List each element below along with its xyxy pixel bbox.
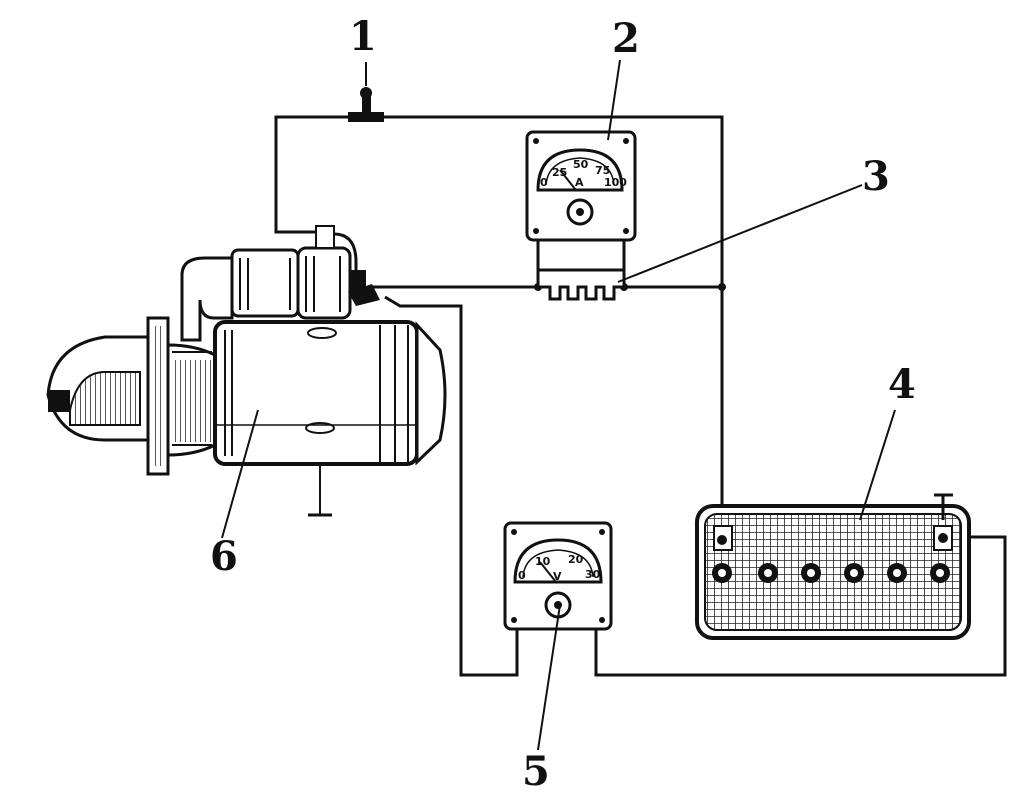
callout-4: 4 bbox=[888, 361, 916, 408]
battery-terminal-negative bbox=[713, 525, 733, 551]
shunt bbox=[536, 268, 626, 301]
leader-3 bbox=[617, 184, 863, 283]
callout-leaders bbox=[221, 59, 896, 751]
ammeter-tick-100: 100 bbox=[604, 176, 627, 189]
voltmeter: 0 10 20 30 V bbox=[503, 521, 613, 631]
battery-terminal-positive bbox=[933, 493, 953, 551]
wire-top-left bbox=[274, 115, 348, 234]
ammeter-tick-50: 50 bbox=[573, 158, 589, 171]
callout-3: 3 bbox=[862, 153, 890, 200]
wiring bbox=[274, 115, 1007, 677]
ammeter-tick-75: 75 bbox=[595, 164, 610, 177]
battery bbox=[695, 493, 971, 640]
voltmeter-tick-30: 30 bbox=[585, 568, 601, 581]
junction-dot bbox=[718, 283, 726, 291]
callout-2: 2 bbox=[612, 15, 640, 62]
callout-5: 5 bbox=[522, 748, 550, 795]
leader-4 bbox=[859, 409, 896, 521]
ammeter-unit: A bbox=[575, 176, 584, 189]
leader-5 bbox=[537, 604, 561, 751]
wire-top-right bbox=[384, 115, 724, 287]
start-button bbox=[348, 62, 384, 122]
wire-voltmeter-right bbox=[594, 535, 1007, 677]
voltmeter-tick-20: 20 bbox=[568, 553, 584, 566]
voltmeter-unit: V bbox=[553, 570, 562, 583]
battery-cell-caps bbox=[712, 563, 950, 583]
ammeter-tick-0: 0 bbox=[540, 176, 548, 189]
callout-6: 6 bbox=[210, 533, 238, 580]
wire-voltmeter-left bbox=[384, 295, 519, 677]
voltmeter-tick-0: 0 bbox=[518, 569, 526, 582]
leader-6 bbox=[221, 409, 259, 539]
leader-2 bbox=[607, 59, 621, 141]
ammeter: 0 25 50 75 100 A bbox=[525, 130, 637, 287]
voltmeter-tick-10: 10 bbox=[535, 555, 551, 568]
callout-1: 1 bbox=[349, 13, 377, 60]
starter-motor bbox=[46, 225, 447, 517]
